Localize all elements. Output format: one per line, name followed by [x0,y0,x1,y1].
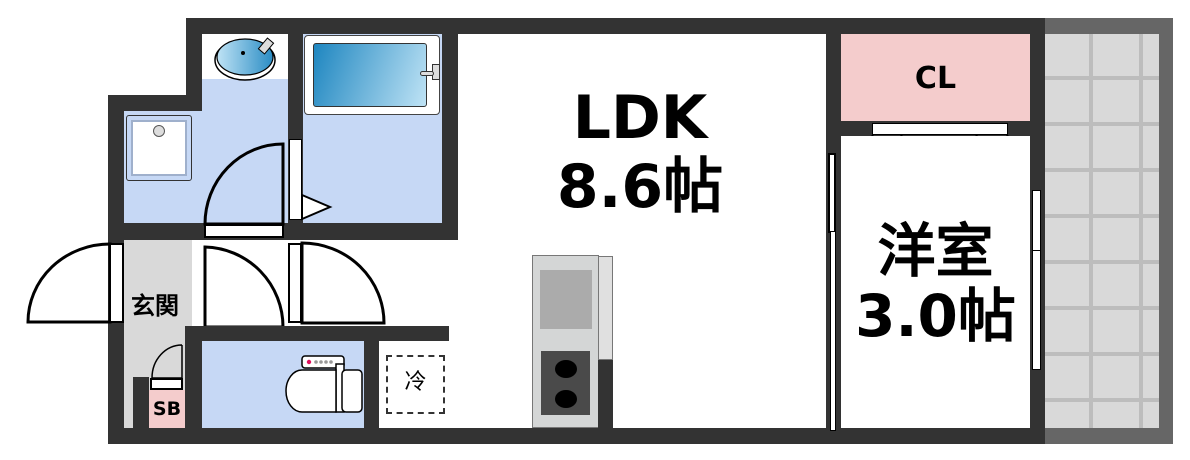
western-sliding-door-2[interactable] [830,231,836,431]
wall-bottom [108,428,1045,444]
wall-bath-right [442,18,458,240]
shoe-box-label: SB [152,398,182,420]
fridge-label: 冷 [404,370,427,395]
fridge-space [386,355,445,414]
entrance-door-swing-icon [26,242,112,324]
washroom-door[interactable] [204,224,284,238]
wall-toilet-right [364,326,379,428]
bath-door[interactable] [289,139,302,220]
ldk-size: 8.6帖 [556,152,724,222]
kitchen-sink-icon [540,270,592,329]
wall-sb-right [185,326,202,428]
western-sliding-door-1[interactable] [828,153,836,233]
shoe-box-door-swing-icon [151,344,183,379]
balcony-floor [1045,34,1159,428]
ldk-door[interactable] [288,243,302,323]
shoe-box-door[interactable] [150,378,183,390]
closet-label: CL [914,61,957,96]
ldk-door-swing-icon [300,241,386,325]
wall-washroom-step [108,95,202,111]
bathtub-icon [313,43,427,107]
bath-door-swing-icon [301,193,333,221]
western-room [841,136,1030,428]
western-room-size: 3.0帖 [855,282,1016,350]
entrance-label: 玄関 [131,292,179,320]
entrance-door[interactable] [109,243,124,323]
closet-door[interactable] [872,123,1008,135]
kitchen-wall [598,360,613,428]
western-room-name: 洋室 [877,217,994,285]
closet [841,34,1030,121]
cooktop-icon [541,351,590,415]
washroom-door-swing-icon [203,142,285,226]
hall-door-swing-icon [203,245,285,329]
balcony-window-2[interactable] [1032,250,1041,370]
toilet-icon [285,355,363,413]
wall-sb-left [133,377,149,428]
ldk-name: LDK [572,83,708,153]
kitchen-backsplash [598,256,613,360]
wall-top [186,18,1045,34]
washbasin-icon [214,37,276,81]
faucet-spout [420,71,434,76]
wall-washroom-left-upper [186,18,202,110]
shoe-box [149,390,185,428]
washing-machine-pan-icon [126,115,192,181]
wall-toilet-top [185,326,449,341]
